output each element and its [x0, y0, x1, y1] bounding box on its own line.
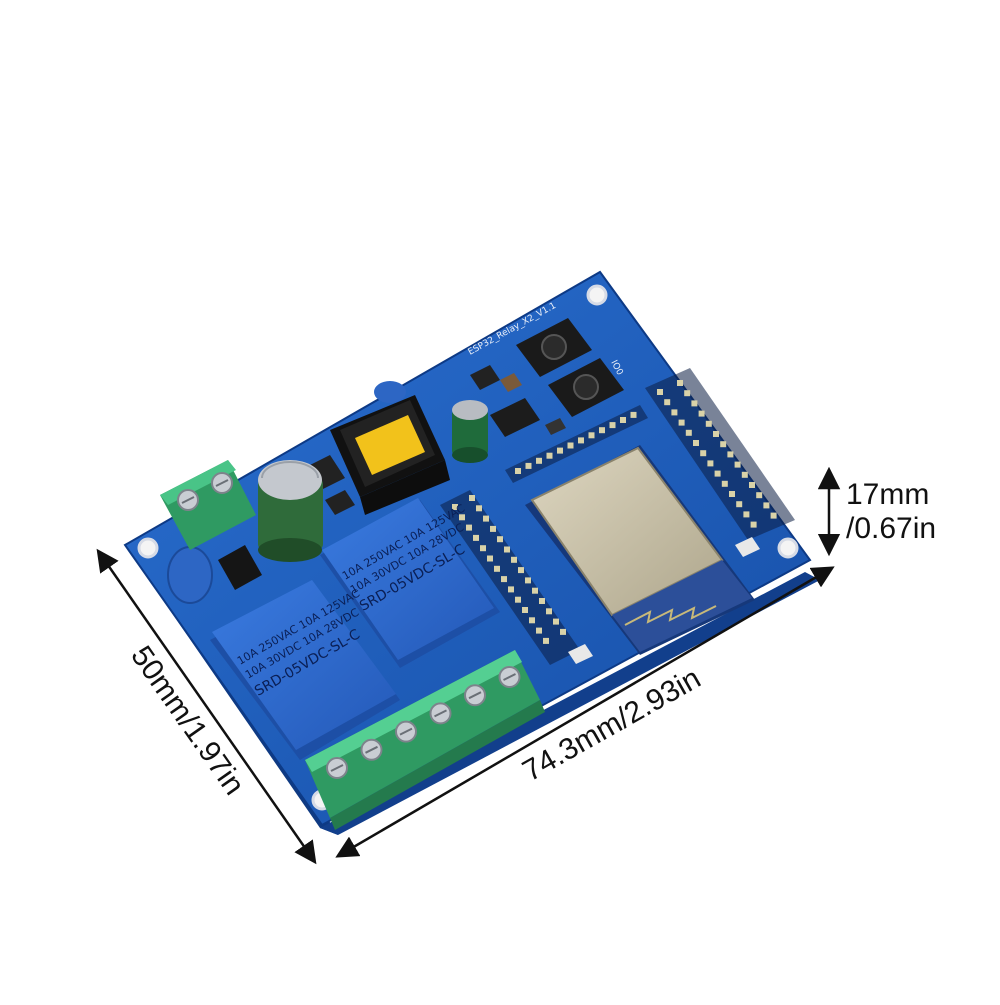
header-pin	[657, 389, 663, 395]
header-pin	[483, 515, 489, 522]
transformer	[330, 395, 450, 515]
header-pin	[469, 495, 475, 501]
header-pin	[763, 502, 770, 509]
smd-components	[300, 365, 760, 664]
header-pin	[525, 462, 532, 469]
button-boot	[548, 358, 624, 417]
header-pin	[473, 534, 479, 541]
header-pin	[522, 607, 528, 613]
header-pin	[671, 409, 678, 416]
header-pin	[557, 447, 563, 454]
header-pin	[714, 470, 721, 477]
header-pin	[700, 450, 707, 457]
header-pin	[459, 514, 465, 521]
header-pin	[599, 427, 605, 434]
header-pin	[487, 555, 493, 562]
header-pin	[743, 511, 750, 518]
varistor-top	[374, 381, 406, 403]
header-pin	[720, 441, 727, 448]
header-pin	[609, 422, 616, 429]
header-pin	[741, 471, 748, 478]
header-pin	[501, 576, 507, 583]
header-pin	[685, 429, 692, 436]
header-pin	[532, 587, 538, 594]
header-pin	[567, 442, 574, 449]
header-pin	[684, 390, 691, 397]
header-pin	[494, 565, 500, 572]
header-pin	[560, 628, 566, 635]
header-pin	[497, 536, 503, 543]
dimension-thickness-label-line1: 17mm	[846, 478, 929, 511]
header-pin	[553, 618, 559, 625]
header-pin	[480, 545, 486, 552]
header-pin	[620, 417, 626, 423]
header-pin	[749, 482, 755, 488]
terminal-screw-slot	[215, 479, 229, 487]
terminal-block-power	[160, 460, 256, 550]
header-pin	[476, 505, 482, 512]
header-pin	[578, 437, 584, 444]
header-pin	[490, 525, 496, 532]
header-pin	[729, 491, 735, 497]
capacitor-large	[258, 460, 323, 562]
header-pin	[750, 521, 757, 528]
varistor-left	[167, 546, 213, 604]
header-pin	[529, 617, 535, 624]
header-pin	[508, 586, 514, 593]
header-pin	[756, 492, 763, 499]
dimension-thickness: 17mm /0.67in	[817, 466, 936, 557]
pin-header-top	[505, 405, 648, 483]
header-pin	[721, 480, 728, 487]
header-pin	[452, 504, 458, 510]
header-pin	[515, 596, 521, 603]
button-reset	[516, 318, 592, 377]
header-pin	[736, 501, 743, 508]
header-pin	[691, 400, 698, 407]
header-pin	[525, 577, 531, 584]
header-pin	[504, 546, 510, 553]
header-pin	[543, 637, 549, 644]
header-pin	[705, 420, 712, 427]
header-pin	[693, 440, 699, 446]
header-pin	[588, 432, 595, 439]
capacitor-small	[452, 400, 488, 463]
header-pin	[734, 461, 741, 468]
header-pin	[664, 399, 671, 406]
header-pin	[515, 468, 521, 474]
header-pin	[698, 410, 705, 417]
header-pin	[546, 608, 552, 615]
header-pin	[713, 431, 719, 437]
header-pin	[518, 567, 524, 574]
pin-header-right	[645, 368, 795, 540]
header-pin	[466, 524, 472, 531]
header-pin	[677, 380, 683, 386]
header-pin	[707, 460, 714, 467]
header-pin	[536, 457, 542, 464]
header-pin	[511, 556, 517, 563]
header-pin	[678, 419, 685, 426]
terminal-screw-slot	[181, 496, 195, 504]
header-pin	[630, 411, 637, 418]
header-pin	[546, 452, 553, 459]
header-pin	[727, 451, 734, 458]
header-pin	[539, 598, 545, 604]
header-pin	[770, 512, 777, 519]
header-pin	[536, 627, 542, 634]
dimension-thickness-label-line2: /0.67in	[846, 512, 936, 545]
